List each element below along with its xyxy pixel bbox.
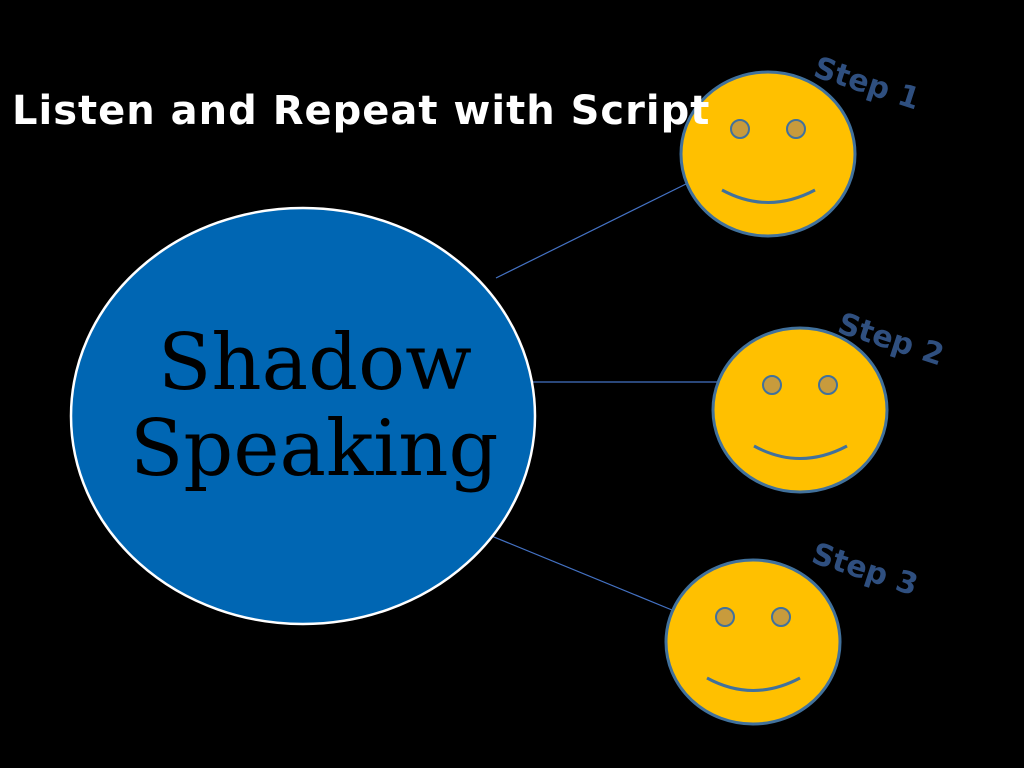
connector-step-3 xyxy=(471,527,673,611)
right-eye xyxy=(786,119,806,139)
smile xyxy=(706,676,801,692)
smiley-face-step-2 xyxy=(711,326,889,494)
left-eye xyxy=(730,119,750,139)
connector-step-1 xyxy=(495,181,691,279)
smiley-face-step-3 xyxy=(664,558,842,726)
face-outline xyxy=(711,326,889,494)
center-label: Shadow Speaking xyxy=(130,320,499,494)
right-eye xyxy=(771,607,791,627)
face-outline xyxy=(664,558,842,726)
face-outline xyxy=(679,70,857,238)
smiley-face-step-1 xyxy=(679,70,857,238)
slide-title: Listen and Repeat with Script xyxy=(12,88,711,134)
right-eye xyxy=(818,375,838,395)
smile xyxy=(721,188,816,204)
left-eye xyxy=(715,607,735,627)
center-circle xyxy=(69,206,537,626)
smile xyxy=(753,444,848,460)
left-eye xyxy=(762,375,782,395)
